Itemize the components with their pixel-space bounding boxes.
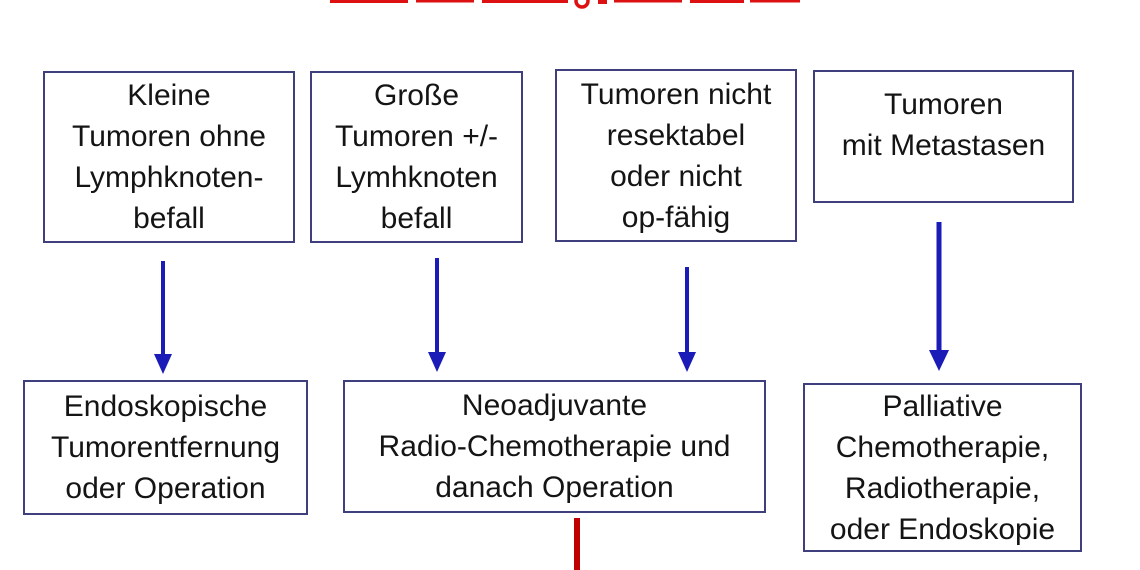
condition-box-nicht-resektabel: Tumoren nicht resektabel oder nicht op-f… [555,69,797,242]
arrowhead-icon [154,354,172,374]
title-g-descender [574,0,590,9]
arrow-kleine-to-endoskopische [154,261,172,374]
arrow-metastasen-to-palliative [929,222,949,371]
arrow-grosse-to-neoadjuvante [428,258,446,372]
arrowhead-icon [929,350,949,371]
treatment-box-palliative: Palliative Chemotherapie, Radiotherapie,… [803,383,1082,552]
arrowhead-icon [428,352,446,372]
cutoff-title-strokes [330,0,800,9]
condition-box-kleine-tumoren: Kleine Tumoren ohne Lymphknoten- befall [43,71,295,243]
cutoff-title-fragment [330,0,800,9]
treatment-box-neoadjuvante: Neoadjuvante Radio-Chemotherapie und dan… [343,380,766,513]
arrow-resektabel-to-neoadjuvante [678,267,696,372]
arrowhead-icon [678,352,696,372]
condition-box-grosse-tumoren: Große Tumoren +/- Lymhknoten befall [310,71,523,243]
treatment-box-endoskopische: Endoskopische Tumorentfernung oder Opera… [23,380,308,515]
condition-box-metastasen: Tumoren mit Metastasen [813,70,1074,203]
